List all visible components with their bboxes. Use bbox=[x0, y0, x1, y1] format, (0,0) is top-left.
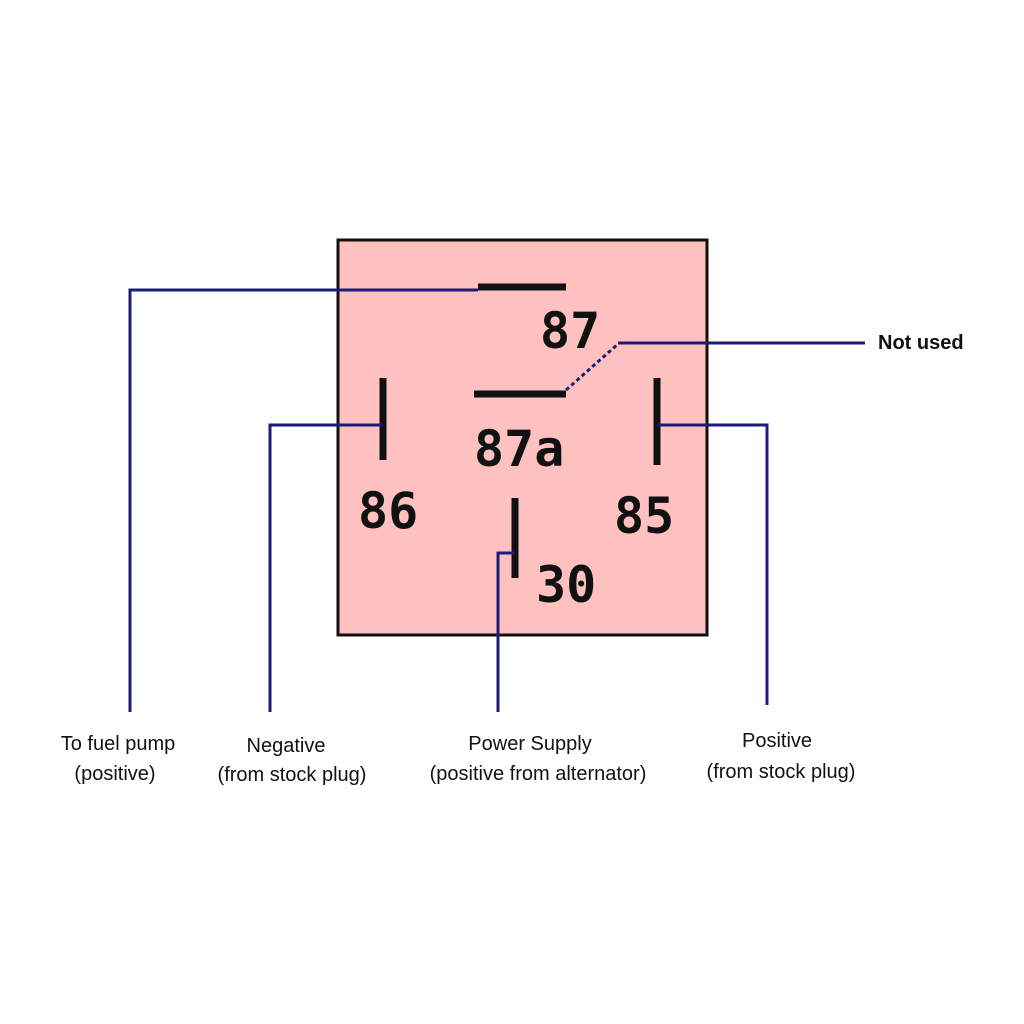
wire-86 bbox=[268, 423, 383, 712]
negative-label-2: (from stock plug) bbox=[218, 764, 367, 786]
pin-86-label: 86 bbox=[358, 482, 418, 540]
negative-label-1: Negative bbox=[247, 735, 326, 757]
positive-label-1: Positive bbox=[742, 730, 812, 752]
power-supply-label-1: Power Supply bbox=[468, 733, 591, 755]
pin-30-label: 30 bbox=[536, 556, 596, 614]
pin-87a-label: 87a bbox=[474, 420, 564, 478]
pin-87-label: 87 bbox=[540, 302, 600, 360]
pin-85-label: 85 bbox=[614, 487, 674, 545]
fuel-pump-label-1: To fuel pump bbox=[61, 733, 176, 755]
wire-30 bbox=[496, 551, 515, 712]
fuel-pump-label-2: (positive) bbox=[74, 763, 155, 785]
switch-arm bbox=[565, 342, 619, 392]
positive-label-2: (from stock plug) bbox=[707, 761, 856, 783]
relay-body bbox=[336, 238, 709, 637]
not-used-label: Not used bbox=[878, 332, 964, 354]
power-supply-label-2: (positive from alternator) bbox=[430, 763, 647, 785]
wire-85 bbox=[657, 423, 769, 705]
wire-87 bbox=[128, 288, 478, 712]
